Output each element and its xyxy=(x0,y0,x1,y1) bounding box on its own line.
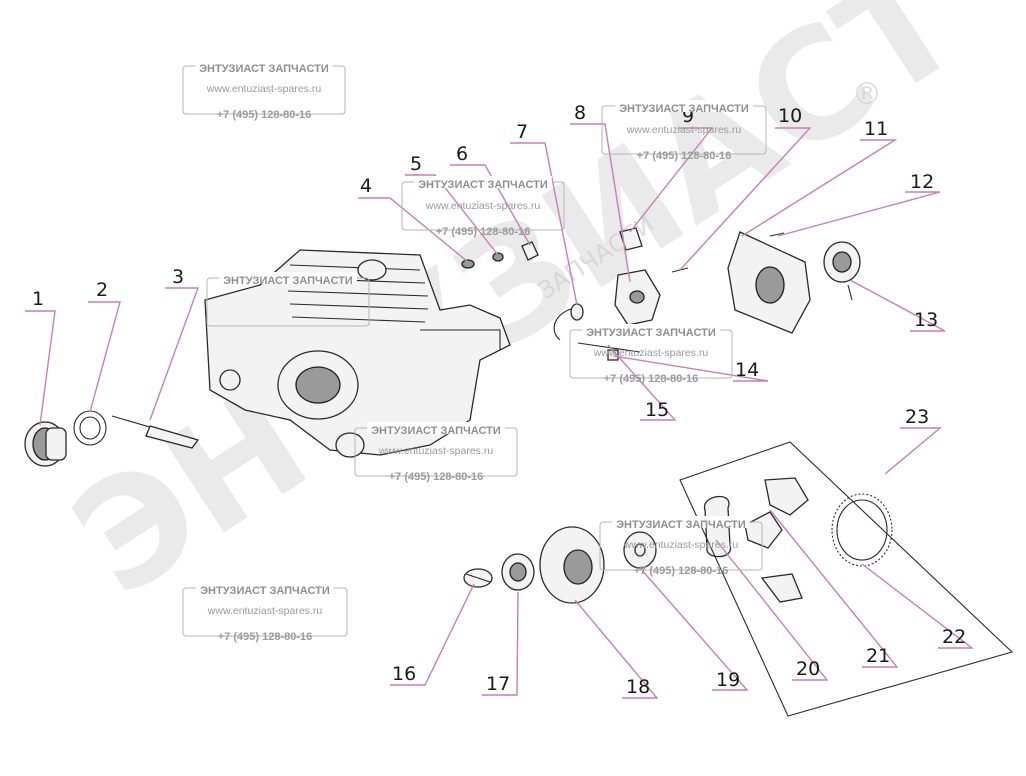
svg-text:+7 (495) 128-80-16: +7 (495) 128-80-16 xyxy=(217,109,311,121)
callout-1: 1 xyxy=(32,288,44,310)
stamp-title-backing xyxy=(612,516,750,528)
svg-text:+7 (495) 128-80-16: +7 (495) 128-80-16 xyxy=(436,226,530,238)
part-21-clutch-hub xyxy=(744,477,809,603)
stamp-title-backing xyxy=(414,176,552,188)
callout-2: 2 xyxy=(96,279,108,301)
svg-text:+7 (495) 128-80-16: +7 (495) 128-80-16 xyxy=(604,373,698,385)
svg-text:www.entuziast-spares.ru: www.entuziast-spares.ru xyxy=(425,200,541,212)
callout-4: 4 xyxy=(360,175,372,197)
stamp: ЭНТУЗИАСТ ЗАПЧАСТИ xyxy=(206,272,370,327)
part-5-bolt xyxy=(492,252,504,262)
svg-text:ЭНТУЗИАСТ ЗАПЧАСТИ: ЭНТУЗИАСТ ЗАПЧАСТИ xyxy=(616,519,746,531)
svg-text:ЭНТУЗИАСТ ЗАПЧАСТИ: ЭНТУЗИАСТ ЗАПЧАСТИ xyxy=(199,63,329,75)
svg-text:ЭНТУЗИАСТ ЗАПЧАСТИ: ЭНТУЗИАСТ ЗАПЧАСТИ xyxy=(619,103,749,115)
leader-lines xyxy=(25,123,975,699)
callout-6: 6 xyxy=(456,143,468,165)
engine-crankcase xyxy=(204,249,511,458)
svg-text:www.entuziast-spares.ru: www.entuziast-spares.ru xyxy=(207,605,323,617)
callout-15: 15 xyxy=(645,399,669,421)
part-18-drum xyxy=(539,526,605,604)
stamp-title-backing xyxy=(219,272,357,284)
part-13-gear xyxy=(823,241,861,301)
callout-20: 20 xyxy=(796,658,820,680)
stamp: ЭНТУЗИАСТ ЗАПЧАСТИ www.entuziast-spares.… xyxy=(401,176,565,238)
svg-text:www.entuziast-spares.ru: www.entuziast-spares.ru xyxy=(378,445,494,457)
svg-text:ЭНТУЗИАСТ ЗАПЧАСТИ: ЭНТУЗИАСТ ЗАПЧАСТИ xyxy=(586,327,716,339)
svg-text:ЭНТУЗИАСТ ЗАПЧАСТИ: ЭНТУЗИАСТ ЗАПЧАСТИ xyxy=(418,179,548,191)
brand-watermark: ЭНТУЗИАСТ xyxy=(45,0,990,630)
svg-text:+7 (495) 128-80-16: +7 (495) 128-80-16 xyxy=(389,471,483,483)
stamp-title-backing xyxy=(196,582,334,594)
stamp: ЭНТУЗИАСТ ЗАПЧАСТИ www.entuziast-spares.… xyxy=(354,422,518,483)
stamp: ЭНТУЗИАСТ ЗАПЧАСТИ www.entuziast-spares.… xyxy=(182,582,348,643)
part-17-bearing xyxy=(501,553,535,591)
svg-text:+7 (495) 128-80-16: +7 (495) 128-80-16 xyxy=(634,565,728,577)
stamp-title-backing xyxy=(615,100,753,112)
callout-8: 8 xyxy=(574,102,586,124)
stamp-title-backing xyxy=(195,60,333,72)
callout-21: 21 xyxy=(866,645,890,667)
part-16-nut xyxy=(463,568,493,588)
callout-19: 19 xyxy=(716,669,740,691)
stamp: ЭНТУЗИАСТ ЗАПЧАСТИ www.entuziast-spares.… xyxy=(599,516,763,577)
svg-text:www.entuziast-spares.ru: www.entuziast-spares.ru xyxy=(593,347,709,359)
callout-3: 3 xyxy=(172,266,184,288)
svg-text:ЭНТУЗИАСТ ЗАПЧАСТИ: ЭНТУЗИАСТ ЗАПЧАСТИ xyxy=(223,275,353,287)
part-4-bolt xyxy=(461,259,475,269)
part-12-cover xyxy=(727,231,811,334)
callout-17: 17 xyxy=(486,673,510,695)
svg-text:ЭНТУЗИАСТ ЗАПЧАСТИ: ЭНТУЗИАСТ ЗАПЧАСТИ xyxy=(200,585,330,597)
callout-14: 14 xyxy=(735,359,759,381)
stamp: ЭНТУЗИАСТ ЗАПЧАСТИ www.entuziast-spares.… xyxy=(569,324,733,385)
part-3-filter xyxy=(111,415,200,449)
stamp: ЭНТУЗИАСТ ЗАПЧАСТИ www.entuziast-spares.… xyxy=(182,60,346,121)
svg-text:www.entuziast-spares.ru: www.entuziast-spares.ru xyxy=(626,124,742,136)
part-2-ring xyxy=(73,410,107,446)
stamp: ЭНТУЗИАСТ ЗАПЧАСТИ www.entuziast-spares.… xyxy=(601,100,767,162)
callout-22: 22 xyxy=(942,626,966,648)
part-11-screw xyxy=(769,232,785,237)
callout-7: 7 xyxy=(516,121,528,143)
svg-text:+7 (495) 128-80-16: +7 (495) 128-80-16 xyxy=(637,150,731,162)
callout-10: 10 xyxy=(778,105,802,127)
svg-text:+7 (495) 128-80-16: +7 (495) 128-80-16 xyxy=(218,631,312,643)
part-15-shaft xyxy=(577,342,641,353)
part-1-cap xyxy=(24,421,67,467)
brand-watermark-text: ЭНТУЗИАСТ xyxy=(45,0,990,630)
assembly-23-bracket xyxy=(679,441,1014,717)
svg-text:www.entuziast-spares.ru: www.entuziast-spares.ru xyxy=(623,539,739,551)
callout-16: 16 xyxy=(392,663,416,685)
registered-mark: ® xyxy=(852,77,882,112)
stamp-title-backing xyxy=(582,324,720,336)
callout-5: 5 xyxy=(410,153,422,175)
svg-text:www.entuziast-spares.ru: www.entuziast-spares.ru xyxy=(206,83,322,95)
part-19-washer xyxy=(623,531,657,569)
part-22-spring xyxy=(831,493,893,567)
callout-12: 12 xyxy=(910,171,934,193)
callout-18: 18 xyxy=(626,676,650,698)
callout-11: 11 xyxy=(864,118,888,140)
callout-23: 23 xyxy=(905,406,929,428)
stamp-title-backing xyxy=(367,422,505,434)
callout-13: 13 xyxy=(914,309,938,331)
svg-text:ЭНТУЗИАСТ ЗАПЧАСТИ: ЭНТУЗИАСТ ЗАПЧАСТИ xyxy=(371,425,501,437)
